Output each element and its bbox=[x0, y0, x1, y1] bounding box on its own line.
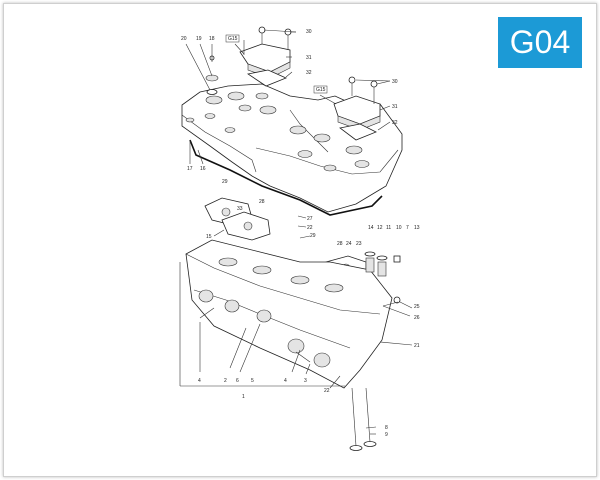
callout-2: 2 bbox=[224, 378, 227, 384]
callout-27: 27 bbox=[307, 216, 313, 222]
callout-12: 12 bbox=[377, 225, 383, 231]
callout-29-upper: 29 bbox=[222, 179, 228, 185]
g15-left-box bbox=[225, 34, 240, 43]
callout-17: 17 bbox=[187, 166, 193, 172]
callout-24: 24 bbox=[346, 241, 352, 247]
callout-18: 18 bbox=[209, 36, 215, 42]
callout-3: 3 bbox=[304, 378, 307, 384]
callout-32-right: 32 bbox=[392, 120, 398, 126]
callout-g15-right: G15 bbox=[316, 87, 326, 93]
diagram-frame bbox=[3, 3, 597, 477]
callout-15: 15 bbox=[206, 234, 212, 240]
breather-cover-assembly-left bbox=[239, 26, 292, 87]
callout-20: 20 bbox=[181, 36, 187, 42]
callout-22-upper: 22 bbox=[307, 225, 313, 231]
callout-33: 33 bbox=[237, 206, 243, 212]
callout-23: 23 bbox=[356, 241, 362, 247]
callout-10: 10 bbox=[396, 225, 402, 231]
cylinder-head bbox=[185, 239, 393, 389]
callout-28-upper: 28 bbox=[259, 199, 265, 205]
callout-19: 19 bbox=[196, 36, 202, 42]
callout-28-lower: 28 bbox=[337, 241, 343, 247]
bolt bbox=[393, 296, 413, 309]
valves bbox=[349, 387, 377, 451]
callout-22-lower: 22 bbox=[324, 388, 330, 394]
section-badge: G04 bbox=[498, 17, 582, 68]
callout-6: 6 bbox=[236, 378, 239, 384]
callout-21: 21 bbox=[414, 343, 420, 349]
callout-31-top: 31 bbox=[306, 55, 312, 61]
callout-32-top: 32 bbox=[306, 70, 312, 76]
callout-30-right: 30 bbox=[392, 79, 398, 85]
oil-cap-parts bbox=[205, 52, 219, 95]
callout-4-right: 4 bbox=[284, 378, 287, 384]
callout-8: 8 bbox=[385, 425, 388, 431]
callout-g15-left: G15 bbox=[228, 36, 238, 42]
callout-7: 7 bbox=[406, 225, 409, 231]
g15-right-box bbox=[313, 85, 328, 94]
valve-spring-stack bbox=[364, 251, 401, 277]
callout-1: 1 bbox=[242, 394, 245, 400]
callout-31-right: 31 bbox=[392, 104, 398, 110]
cam-cap-lower bbox=[221, 211, 271, 241]
callout-4-left: 4 bbox=[198, 378, 201, 384]
callout-30-top: 30 bbox=[306, 29, 312, 35]
callout-14: 14 bbox=[368, 225, 374, 231]
callout-leader-lines bbox=[179, 29, 413, 435]
cover-gasket bbox=[189, 139, 383, 216]
callout-29-lower: 29 bbox=[310, 233, 316, 239]
callout-16: 16 bbox=[200, 166, 206, 172]
callout-26: 26 bbox=[414, 315, 420, 321]
callout-25: 25 bbox=[414, 304, 420, 310]
callout-9: 9 bbox=[385, 432, 388, 438]
callout-13: 13 bbox=[414, 225, 420, 231]
breather-cover-assembly-right bbox=[333, 76, 381, 141]
callout-11: 11 bbox=[386, 225, 391, 231]
callout-5: 5 bbox=[251, 378, 254, 384]
